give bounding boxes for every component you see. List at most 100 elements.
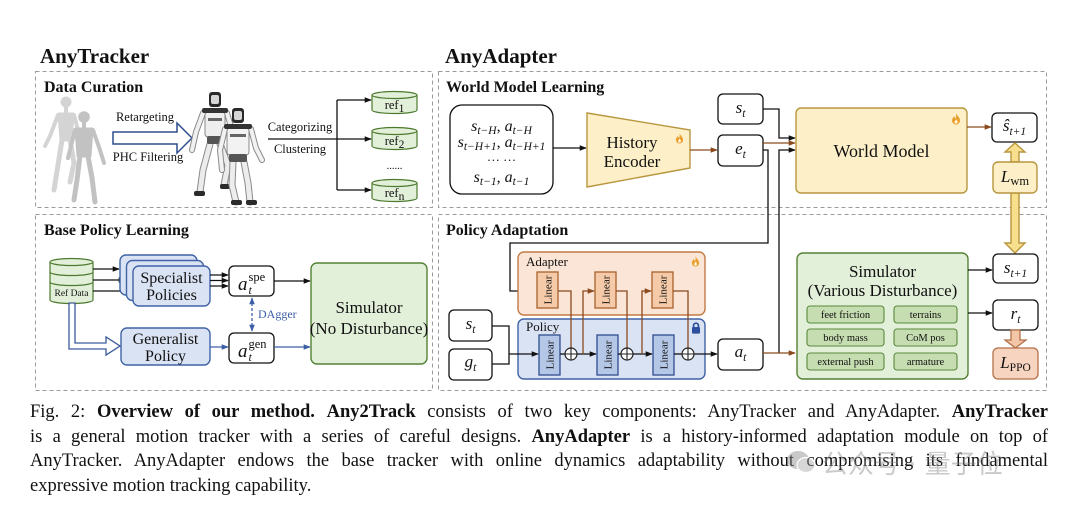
action-subscript: t−H [513,125,533,137]
policy-linear-layer: Linear [596,334,619,376]
disturbance-chip: terrains [893,305,958,324]
sum-node-icon [564,347,578,361]
generalist-label-line2: Policy [145,348,186,365]
reward-label: rt [1011,304,1022,326]
adapter-linear-layer: Linear [651,271,674,309]
symbol: g [465,352,474,371]
caption-text: AnyTracker. AnyAdapter endows the base t… [30,451,1048,471]
reward-to-loss-arrow [1003,329,1028,349]
state-subscript: t−H+1 [464,141,497,153]
goal-label: gt [465,352,478,374]
policy-linear-layer: Linear [652,334,675,376]
policy-adaptation: Policy Adaptation st gt Adapter Linear L… [446,222,1039,381]
state-symbol: s [471,118,477,135]
adapter-residual-line [673,290,689,348]
ref-dataset-1: ref1 [371,90,418,115]
base-policy-panel [35,214,433,391]
state-to-world-model-arrow [763,108,796,141]
simulator-various-disturbance-box: Simulator (Various Disturbance) feet fri… [796,252,969,380]
goal-merge-line [492,354,510,365]
disturbance-chip: body mass [806,328,885,347]
subscript: t [743,149,747,161]
ref-2-label: ref2 [385,134,405,151]
adapter-residual-line [558,290,572,348]
symbol: a [735,342,744,361]
subscript: t+1 [1010,268,1027,280]
ref-base: ref [385,186,400,200]
action-superscript: spe [249,270,266,284]
disturbance-label: terrains [910,310,942,321]
linear-label: Linear [543,275,555,304]
ref-data-label: Ref Data [54,288,89,299]
retarget-arrow [112,121,194,155]
data-curation-title: Data Curation [44,79,143,96]
generalist-policy-box: Generalist Policy [120,327,211,366]
action-symbol: a [505,118,513,135]
ppo-loss-node: LPPO [992,347,1039,380]
state-symbol: s [458,134,464,151]
world-model-label: World Model [833,141,929,161]
action-subscript: t−1 [513,176,530,188]
world-model-loss-node: Lwm [992,161,1038,194]
caption-text [315,402,327,422]
distill-hollow-arrow [68,302,122,357]
action-subscript: t−H+1 [513,141,546,153]
sum-node-icon [681,347,695,361]
policy-adaptation-title: Policy Adaptation [446,222,568,239]
human-motion-figures-icon [43,96,106,205]
adapter-linear-layer: Linear [536,271,559,309]
disturbance-chip: feet friction [806,305,885,324]
adapter-linear-layer: Linear [594,271,617,309]
adapter-label: Adapter [526,254,569,269]
history-row: st−H+1, at−H+1 [458,134,546,153]
linear-label: Linear [601,275,613,304]
caption-line: is a general motion tracker with a serie… [30,425,1048,450]
caption-text: expressive motion tracking capability. [30,475,312,496]
action-symbol: a [505,134,513,151]
disturbance-label: external push [817,357,874,368]
ppo-loss-label: LPPO [999,353,1031,374]
action-to-world-model-arrow [778,147,796,353]
ref-base: ref [385,98,400,112]
specialist-action-node: a spe t [228,265,275,297]
action-symbol: a [238,274,248,295]
subscript: t+1 [1009,126,1026,138]
subscript: t [743,352,747,364]
policy-adaptation-panel [438,214,1047,391]
next-state-node: st+1 [992,253,1039,284]
wm-loss-down-arrow [1003,192,1027,254]
dagger-label: DAgger [258,307,297,321]
figure-caption: Fig. 2: Overview of our method. Any2Trac… [30,400,1048,498]
history-encoder: History Encoder [586,112,691,188]
policy-linear-layer: Linear [538,334,561,376]
encoder-label-line2: Encoder [604,152,661,171]
disturbance-label: body mass [823,333,868,344]
categorizing-label: Categorizing [268,120,333,134]
world-model-box: World Model [795,107,968,194]
adapter-input-arrow [641,288,652,354]
encoder-label-line1: History [607,133,659,152]
symbol: r [1011,304,1018,323]
ref-ellipsis: ...... [387,161,403,172]
simulator-label-line1: Simulator [849,262,916,281]
subscript: t [473,362,477,374]
disturbance-label: armature [907,357,945,368]
separator: , [497,169,505,186]
anyadapter-title: AnyAdapter [445,44,557,68]
policy-module: Policy Linear Linear Linear [517,318,706,380]
predicted-state-node: ŝt+1 [991,112,1038,143]
generalist-action-node: a gen t [228,332,275,364]
wm-loss-up-arrow [1003,142,1027,163]
symbol: ŝ [1003,116,1010,135]
ref-dataset-2: ref2 [371,126,418,151]
disturbance-label: feet friction [821,310,871,321]
simulator-label-line1: Simulator [335,298,402,317]
linear-label: Linear [659,340,671,369]
ref-data-database-icon: Ref Data [49,257,94,305]
symbol: s [466,314,473,333]
caption-text: is a general motion tracker with a serie… [30,426,532,447]
action-symbol: a [505,169,513,186]
sum-node-icon [620,347,634,361]
action-label: at [735,342,748,364]
generalist-label-line1: Generalist [133,331,199,348]
